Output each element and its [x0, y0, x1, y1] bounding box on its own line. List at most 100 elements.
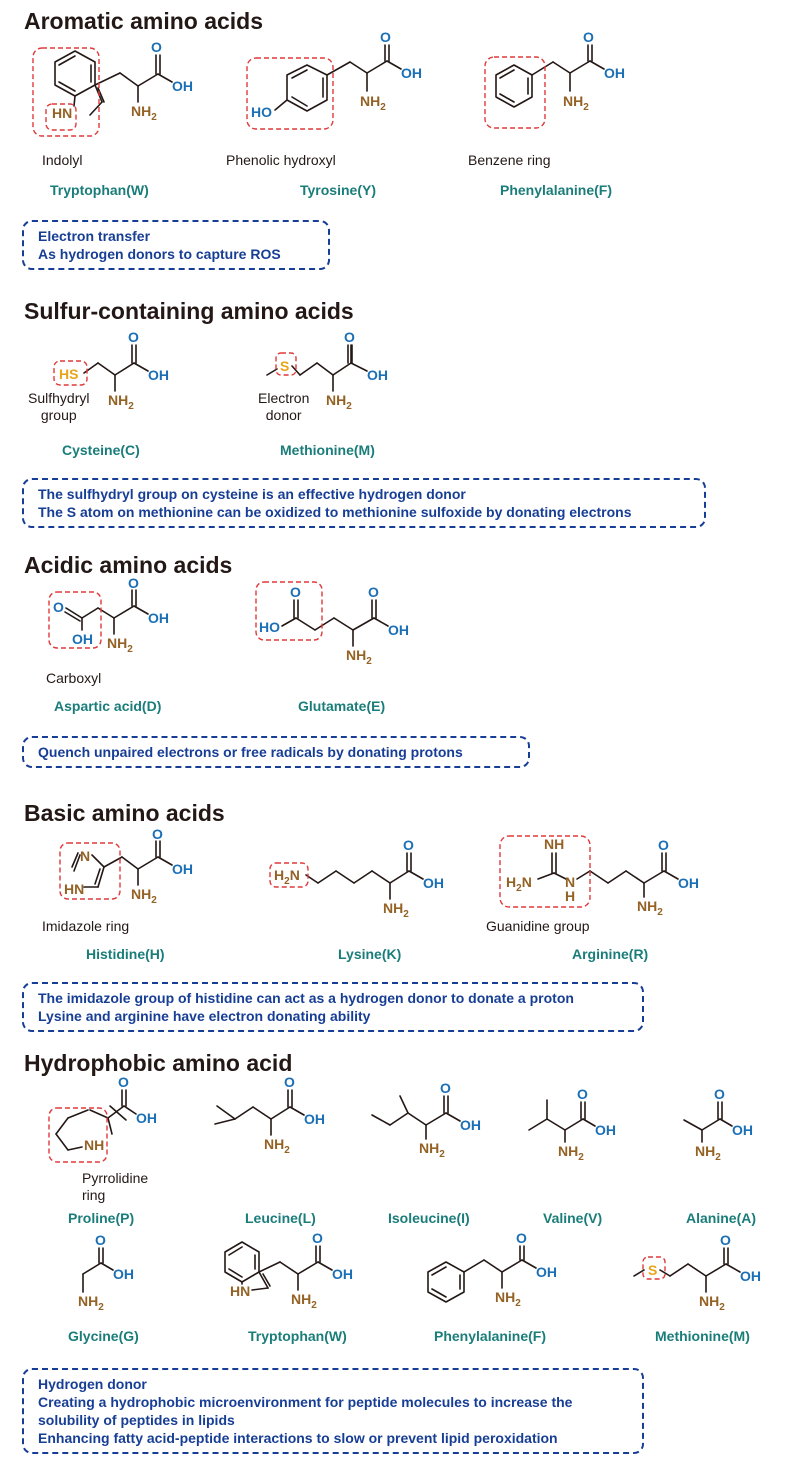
sulfur-highlight — [642, 1256, 666, 1280]
oxygen-label: O — [312, 1230, 323, 1246]
note-acidic: Quench unpaired electrons or free radica… — [22, 736, 530, 768]
name-phenylalanine: Phenylalanine(F) — [500, 182, 613, 198]
oxygen-label: O — [152, 826, 163, 842]
leucine-structure: O OH NH2 — [214, 1074, 325, 1156]
feature-label-guanidine: Guanidine group — [486, 918, 590, 934]
histidine-structure: N HN O OH NH2 — [59, 826, 193, 906]
hydroxyl-label: OH — [113, 1266, 134, 1282]
amine-label: NH2 — [637, 898, 663, 918]
feature-label-imidazole: Imidazole ring — [42, 918, 130, 934]
name-alanine: Alanine(A) — [686, 1210, 756, 1226]
feature-line: group — [40, 407, 77, 423]
name-valine: Valine(V) — [543, 1210, 603, 1226]
note-line: Enhancing fatty acid-peptide interaction… — [38, 1430, 558, 1446]
sulfur-label: S — [280, 358, 289, 374]
methionine-structure: S O OH NH2 — [266, 329, 388, 412]
phenylalanine-structure: O OH NH2 — [484, 29, 625, 129]
hydroxyl-label: OH — [172, 78, 193, 94]
isoleucine-structure: O OH NH2 — [371, 1080, 481, 1160]
oxygen-label: O — [284, 1074, 295, 1090]
hydroxyl-label: OH — [136, 1110, 157, 1126]
hydroxyl-label: OH — [388, 622, 409, 638]
indole-nh-label: HN — [52, 105, 72, 121]
carboxyl-highlight — [48, 591, 102, 649]
feature-line: Pyrrolidine — [82, 1170, 149, 1186]
section-title-acidic: Acidic amino acids — [24, 552, 233, 578]
guanidine-h-label: H — [565, 888, 575, 904]
note-sulfur: The sulfhydryl group on cysteine is an e… — [22, 478, 706, 528]
hydroxyl-label: OH — [740, 1268, 761, 1284]
name-tryptophan: Tryptophan(W) — [50, 182, 149, 198]
amine-label: NH2 — [326, 392, 352, 412]
oxygen-label: O — [440, 1080, 451, 1096]
indolyl-highlight — [32, 47, 100, 137]
note-line: Quench unpaired electrons or free radica… — [38, 744, 463, 760]
feature-line: Sulfhydryl — [28, 390, 90, 406]
note-line: The sulfhydryl group on cysteine is an e… — [38, 486, 466, 502]
hydroxyl-label: OH — [332, 1266, 353, 1282]
oxygen-label: O — [380, 29, 391, 45]
hydroxyl-label: OH — [460, 1117, 481, 1133]
note-line: As hydrogen donors to capture ROS — [38, 246, 281, 262]
oxygen-label: O — [118, 1074, 129, 1090]
feature-label-carboxyl: Carboxyl — [46, 670, 102, 686]
feature-line: ring — [82, 1187, 106, 1203]
hydroxyl-label: OH — [604, 65, 625, 81]
name-tryptophan-2: Tryptophan(W) — [248, 1328, 347, 1344]
hydroxyl-label: OH — [304, 1111, 325, 1127]
lysine-structure: H2N O OH NH2 — [269, 837, 444, 920]
feature-label-phenolic: Phenolic hydroxyl — [226, 152, 336, 168]
imine-label: NH — [544, 836, 564, 852]
note-line: Creating a hydrophobic microenvironment … — [38, 1394, 573, 1410]
name-histidine: Histidine(H) — [86, 946, 165, 962]
note-line: Hydrogen donor — [38, 1376, 147, 1392]
name-methionine: Methionine(M) — [280, 442, 375, 458]
side-chain-hydroxyl-label: OH — [72, 631, 93, 647]
hydroxyl-label: OH — [172, 861, 193, 877]
name-leucine: Leucine(L) — [245, 1210, 316, 1226]
amine-label: NH2 — [78, 1293, 104, 1313]
note-line: Lysine and arginine have electron donati… — [38, 1008, 371, 1024]
sulfhydryl-highlight — [53, 360, 88, 386]
oxygen-label: O — [151, 39, 162, 55]
hydroxyl-label: OH — [148, 367, 169, 383]
amine-highlight — [269, 862, 309, 888]
note-hydrophobic: Hydrogen donor Creating a hydrophobic mi… — [22, 1368, 644, 1454]
imidazole-highlight — [59, 842, 121, 900]
feature-label-pyrrolidine: Pyrrolidine ring — [82, 1170, 148, 1204]
amine-label: NH2 — [558, 1143, 584, 1163]
aspartic-acid-structure: O OH O OH NH2 — [48, 575, 169, 655]
feature-line: donor — [265, 407, 302, 423]
imidazole-nh-label: HN — [64, 881, 84, 897]
name-phenylalanine-2: Phenylalanine(F) — [434, 1328, 547, 1344]
ring-nh-label: NH — [84, 1137, 104, 1153]
note-basic: The imidazole group of histidine can act… — [22, 982, 644, 1032]
oxygen-label: O — [368, 584, 379, 600]
sulfhydryl-label: HS — [59, 366, 78, 382]
sulfur-label: S — [648, 1262, 657, 1278]
hydroxyl-label: OH — [148, 610, 169, 626]
name-arginine: Arginine(R) — [572, 946, 649, 962]
oxygen-label: O — [577, 1086, 588, 1102]
amine-label: NH2 — [383, 900, 409, 920]
amine-label: NH2 — [563, 93, 589, 113]
nh-highlight — [45, 103, 77, 131]
alanine-structure: O OH NH2 — [683, 1086, 753, 1163]
oxygen-label: O — [95, 1232, 106, 1248]
amine-label: NH2 — [495, 1289, 521, 1309]
phenol-ho-label: HO — [251, 104, 272, 120]
methionine-structure-2: S O OH NH2 — [633, 1232, 761, 1313]
section-title-sulfur: Sulfur-containing amino acids — [24, 298, 354, 324]
name-isoleucine: Isoleucine(I) — [388, 1210, 470, 1226]
valine-structure: O OH NH2 — [528, 1086, 616, 1163]
side-chain-oxygen-label: O — [53, 599, 64, 615]
amine-label: NH2 — [131, 103, 157, 123]
oxygen-label: O — [516, 1230, 527, 1246]
feature-line: Electron — [258, 390, 310, 406]
amine-label: NH2 — [419, 1140, 445, 1160]
amine-label: NH2 — [264, 1136, 290, 1156]
guanidine-amine-label: H2N — [506, 874, 532, 894]
sulfur-highlight — [275, 352, 297, 376]
hydroxyl-label: OH — [536, 1264, 557, 1280]
guanidine-highlight — [499, 835, 591, 908]
